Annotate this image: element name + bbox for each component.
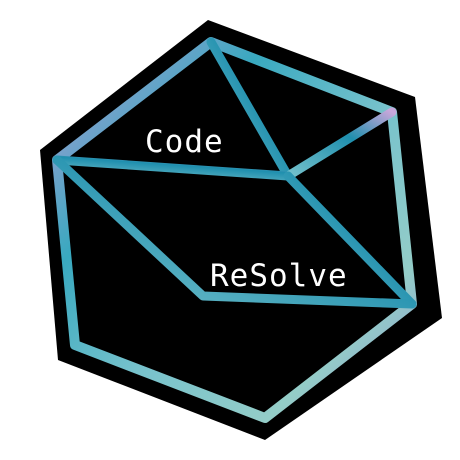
logo-word-code: Code xyxy=(145,124,224,160)
badge-outer-hexagon xyxy=(40,20,442,440)
logo-word-resolve: ReSolve xyxy=(210,258,348,294)
network-line-center-drop xyxy=(283,171,417,309)
network-line-lower-zigzag xyxy=(52,155,417,309)
badge-network-lines xyxy=(52,37,417,309)
network-line-top-spoke xyxy=(206,37,293,181)
network-line-left-spoke xyxy=(52,155,293,181)
network-line-right-spoke xyxy=(283,107,397,181)
